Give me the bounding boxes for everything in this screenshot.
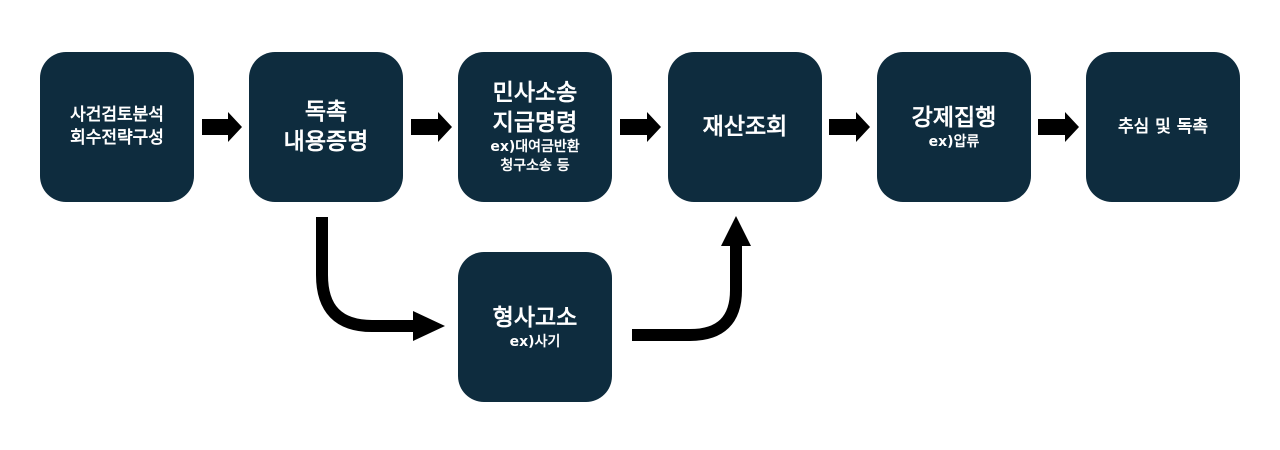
arrow-5 xyxy=(1038,112,1079,142)
step-label: 추심 및 독촉 xyxy=(1117,116,1209,137)
step-case-review: 사건검토분석 회수전략구성 xyxy=(40,52,194,202)
branch-arrow-down-head xyxy=(413,311,445,341)
arrow-3 xyxy=(620,112,661,142)
step-title: 재산조회 xyxy=(702,114,788,140)
arrow-4 xyxy=(829,112,870,142)
step-label: 회수전략구성 xyxy=(70,128,164,148)
step-collection: 추심 및 독촉 xyxy=(1086,52,1240,202)
step-criminal-complaint: 형사고소 ex)사기 xyxy=(458,252,612,402)
step-subtitle: ex)대여금반환 xyxy=(490,139,580,155)
step-enforcement: 강제집행 ex)압류 xyxy=(877,52,1031,202)
step-civil-suit: 민사소송 지급명령 ex)대여금반환 청구소송 등 xyxy=(458,52,612,202)
branch-arrow-up xyxy=(632,244,742,341)
step-subtitle: ex)압류 xyxy=(928,133,980,150)
branch-arrow-down xyxy=(316,217,415,332)
step-title: 강제집행 xyxy=(911,104,997,131)
step-subtitle: ex)사기 xyxy=(509,333,561,350)
step-subtitle: 청구소송 등 xyxy=(500,158,570,174)
step-title: 형사고소 xyxy=(492,304,578,331)
arrow-1 xyxy=(202,112,242,142)
step-label: 독촉 xyxy=(304,99,348,125)
step-asset-inquiry: 재산조회 xyxy=(668,52,822,202)
branch-arrow-up-head xyxy=(721,216,751,246)
step-label: 사건검토분석 xyxy=(70,105,164,125)
arrow-2 xyxy=(411,112,452,142)
step-title: 민사소송 xyxy=(492,80,578,106)
step-demand-notice: 독촉 내용증명 xyxy=(249,52,403,202)
step-label: 내용증명 xyxy=(283,129,369,155)
step-title: 지급명령 xyxy=(492,110,578,136)
